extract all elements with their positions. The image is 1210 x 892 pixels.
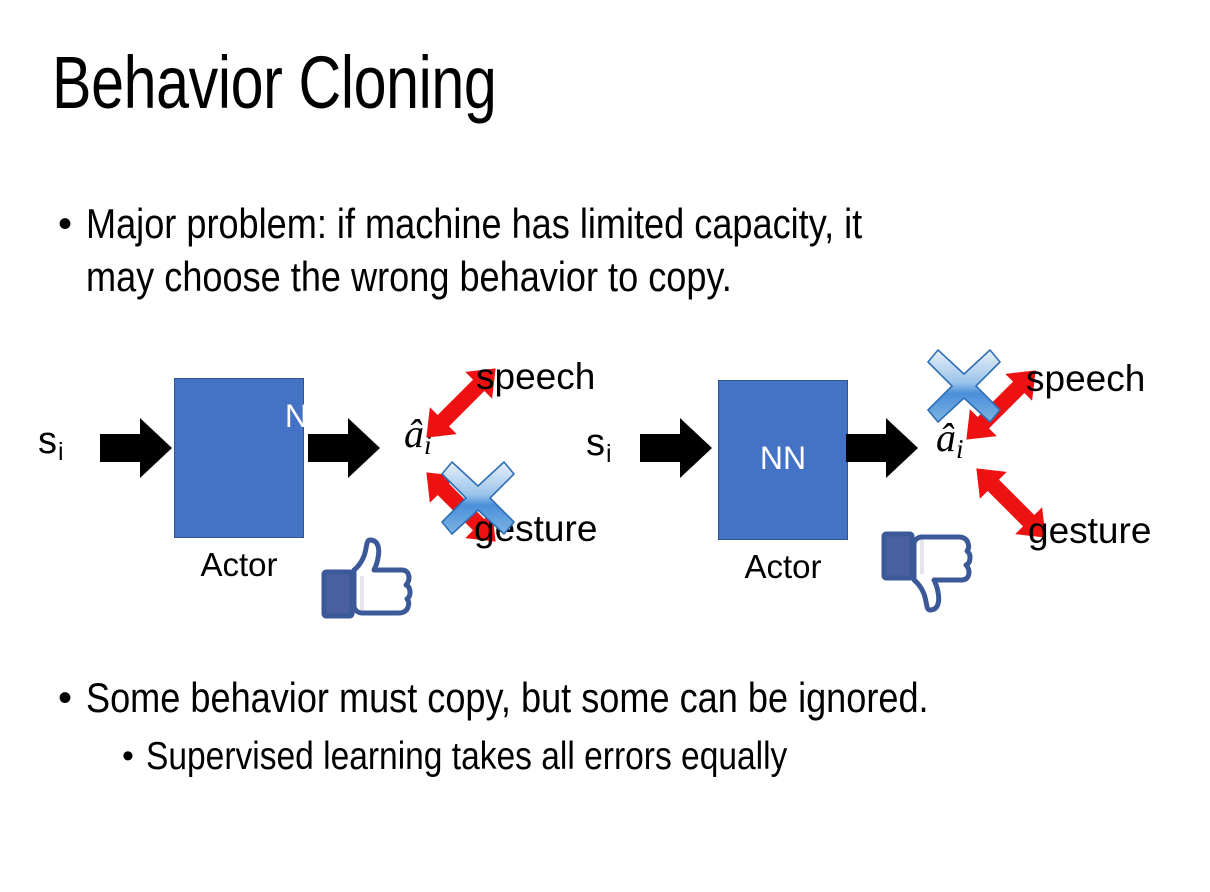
input-state-symbol: s [38, 420, 57, 462]
input-arrow-icon [100, 418, 172, 478]
bullet-item-some-behavior: • Some behavior must copy, but some can … [58, 672, 1178, 725]
speech-branch-arrow-icon [426, 368, 496, 438]
speech-label: speech [1026, 358, 1146, 399]
bullet-marker-icon: • [58, 676, 73, 720]
input-state-subscript: i [58, 438, 64, 466]
bullet-marker-icon: • [58, 202, 73, 246]
gesture-branch-arrow-icon [976, 468, 1046, 538]
page-title: Behavior Cloning [52, 41, 497, 124]
neural-network-box [718, 380, 848, 540]
actor-caption: Actor [744, 548, 822, 585]
bullet-marker-icon: • [122, 737, 134, 775]
thumbs-up-icon [321, 537, 413, 619]
bullet-item-supervised-learning: • Supervised learning takes all errors e… [122, 733, 1182, 782]
output-action-label: âi [936, 418, 964, 463]
diagram-left-good-case: si NN Actor âi speech gesture [8, 340, 608, 640]
input-state-symbol: s [586, 422, 605, 464]
speech-label: speech [476, 356, 596, 397]
diagram-right-bad-case: si NN Actor âi speech gesture [578, 340, 1178, 640]
speech-branch-arrow-icon [966, 370, 1036, 440]
input-state-label: si [38, 422, 64, 465]
bullet-text: Supervised learning takes all errors equ… [145, 735, 788, 778]
bullet-text: Major problem: if machine has limited ca… [86, 200, 863, 300]
input-state-subscript: i [606, 440, 612, 468]
neural-network-box [174, 378, 304, 538]
output-arrow-icon [308, 418, 380, 478]
output-arrow-icon [846, 418, 918, 478]
bullet-item-major-problem: • Major problem: if machine has limited … [58, 198, 1178, 303]
output-action-subscript: i [424, 429, 432, 460]
output-action-subscript: i [956, 433, 964, 464]
output-action-label: âi [404, 414, 432, 459]
output-action-symbol: â [936, 415, 956, 460]
neural-network-label: NN [759, 440, 807, 476]
neural-network-label: NN [284, 398, 332, 434]
output-action-symbol: â [404, 411, 424, 456]
input-arrow-icon [640, 418, 712, 478]
thumbs-down-icon [881, 531, 973, 613]
actor-caption: Actor [200, 546, 278, 583]
cross-out-icon [441, 461, 515, 535]
gesture-label: gesture [1028, 510, 1152, 551]
bullet-text: Some behavior must copy, but some can be… [86, 674, 929, 721]
input-state-label: si [586, 424, 612, 467]
cross-out-icon [927, 349, 1001, 423]
